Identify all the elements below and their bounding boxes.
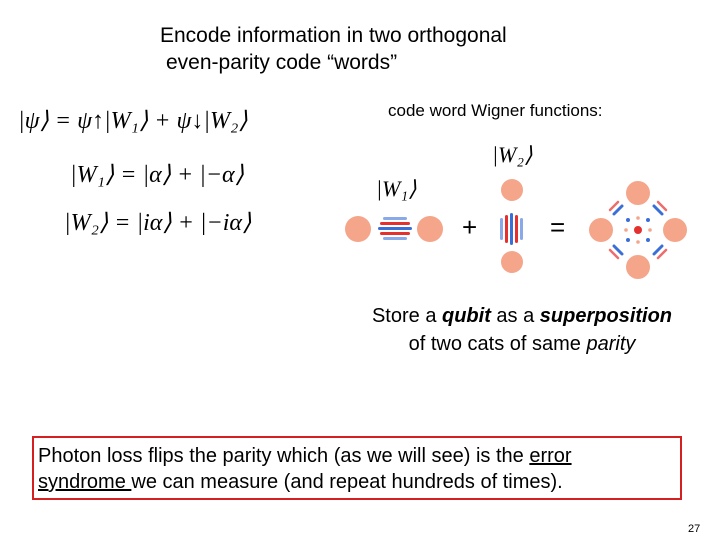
w1-equation: |W₁⟩ = |α⟩ + |−α⟩ <box>70 162 244 188</box>
error-term: error <box>529 445 572 467</box>
combined-lobe-bottom <box>626 255 650 279</box>
qubit-storage-statement: Store a qubit as a superposition of two … <box>371 305 673 355</box>
title-line-1: Encode information in two orthogonal <box>160 24 507 47</box>
combined-interference-arcs <box>608 200 668 260</box>
qubit-term: qubit <box>442 305 491 327</box>
w1-wigner-plot <box>345 216 443 242</box>
combined-lobe-left <box>589 218 613 242</box>
error-syndrome-box: Photon loss flips the parity which (as w… <box>32 436 682 500</box>
page-number: 27 <box>688 523 701 535</box>
combined-lobe-top <box>626 181 650 205</box>
combined-center-dots <box>624 216 652 244</box>
superposition-term: superposition <box>539 305 673 327</box>
syndrome-term: syndrome <box>38 471 132 493</box>
w2-wigner-plot <box>500 179 523 273</box>
title-line-2: even-parity code “words” <box>166 51 398 74</box>
ket-w2-label: |W₂⟩ <box>492 142 533 167</box>
parity-term: parity <box>586 333 636 355</box>
w2-lobe-bottom <box>501 251 523 273</box>
combined-lobe-right <box>663 218 687 242</box>
w2-equation: |W₂⟩ = |iα⟩ + |−iα⟩ <box>64 210 252 236</box>
equals-sign: = <box>550 212 566 242</box>
slide-title: Encode information in two orthogonal eve… <box>160 22 507 76</box>
psi-equation: |ψ⟩ = ψ↑|W₁⟩ + ψ↓|W₂⟩ <box>18 108 248 134</box>
w2-lobe-top <box>501 179 523 201</box>
ket-w1-label: |W₁⟩ <box>376 176 417 201</box>
w1-lobe-left <box>345 216 371 242</box>
w1-lobe-right <box>417 216 443 242</box>
plus-sign: + <box>462 212 478 242</box>
wigner-label: code word Wigner functions: <box>388 101 603 120</box>
w1-interference-fringes <box>378 217 412 240</box>
w2-interference-fringes <box>500 213 523 245</box>
combined-wigner-plot <box>589 181 687 279</box>
